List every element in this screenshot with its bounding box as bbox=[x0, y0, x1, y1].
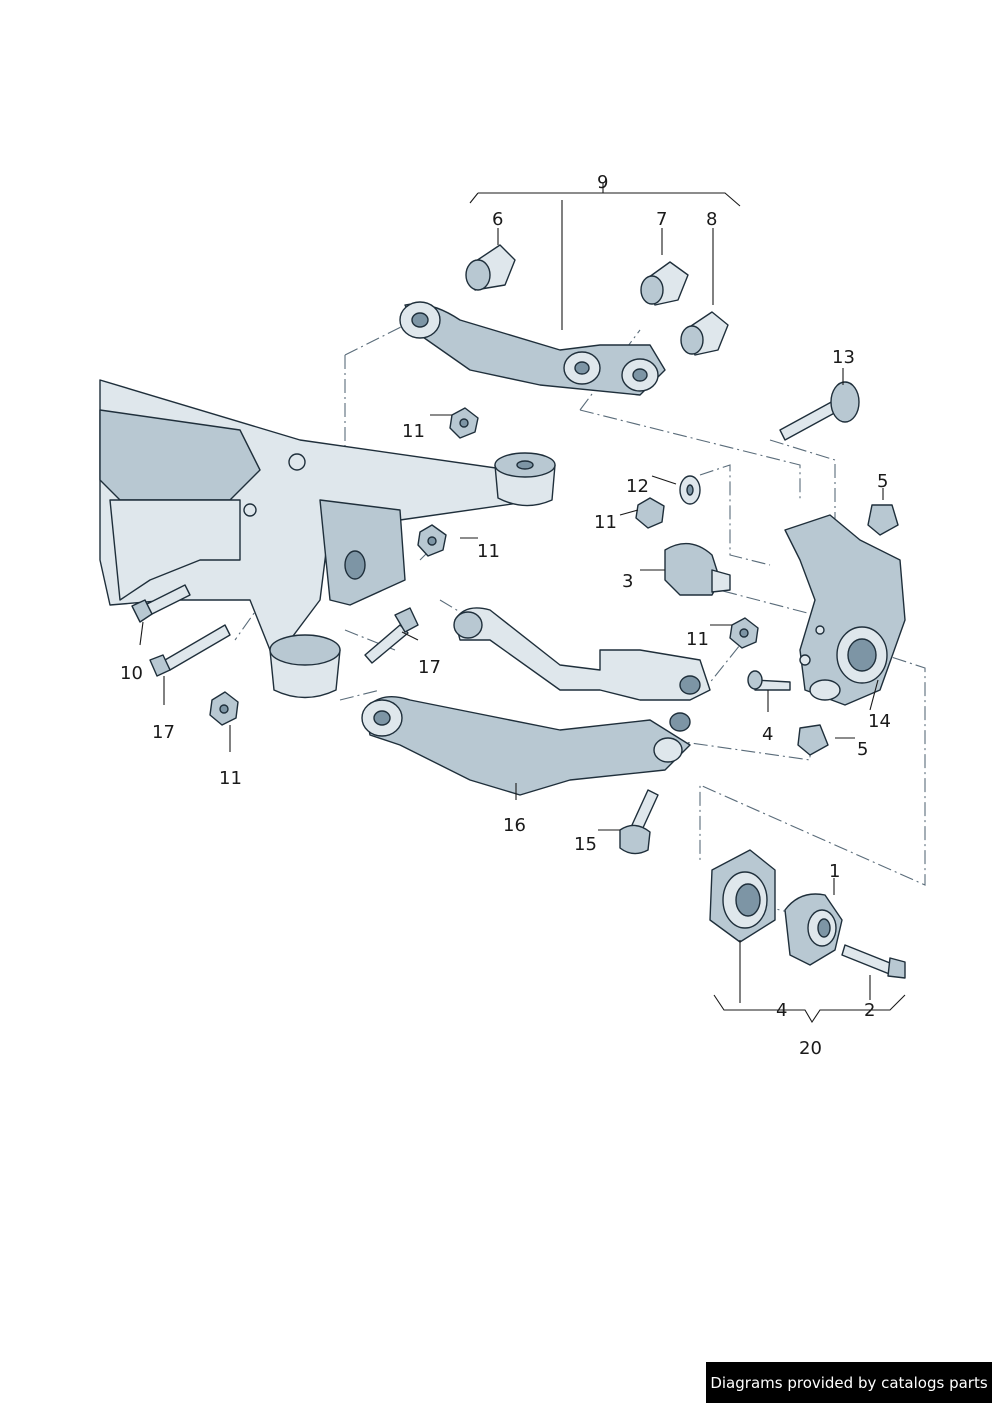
callout-7: 7 bbox=[656, 209, 667, 230]
nut-11-left bbox=[209, 691, 239, 726]
callout-11-washer: 11 bbox=[594, 512, 617, 533]
credit-banner: Diagrams provided by catalogs parts bbox=[706, 1362, 992, 1403]
rear-subframe bbox=[99, 379, 556, 699]
wheel-carrier bbox=[784, 514, 906, 706]
callout-13: 13 bbox=[832, 347, 855, 368]
callout-10: 10 bbox=[120, 663, 143, 684]
wheel-bearing-housing bbox=[709, 849, 776, 943]
washer-12 bbox=[679, 475, 701, 505]
callout-15: 15 bbox=[574, 834, 597, 855]
callout-2: 2 bbox=[864, 1000, 875, 1021]
bolt-17-left bbox=[149, 624, 231, 677]
callout-labels: 9 6 7 8 13 11 5 12 11 11 3 11 10 17 14 4… bbox=[120, 172, 891, 1059]
bolt-17-right bbox=[364, 607, 419, 664]
bolt-13 bbox=[779, 381, 860, 441]
nut-11-mid bbox=[417, 524, 447, 557]
trailing-arm bbox=[453, 607, 711, 732]
nut-5-top bbox=[867, 504, 899, 536]
callout-1: 1 bbox=[829, 861, 840, 882]
callout-16: 16 bbox=[503, 815, 526, 836]
bolt-10 bbox=[131, 584, 191, 623]
callout-11-left: 11 bbox=[219, 768, 242, 789]
callout-14: 14 bbox=[868, 711, 891, 732]
callout-17-left: 17 bbox=[152, 722, 175, 743]
nut-11-top bbox=[449, 407, 479, 439]
callout-5-bottom: 5 bbox=[857, 739, 868, 760]
callout-11-right: 11 bbox=[686, 629, 709, 650]
callout-17-right: 17 bbox=[418, 657, 441, 678]
bolt-4 bbox=[747, 670, 791, 691]
nut-11-right bbox=[729, 617, 759, 649]
ball-joint-boot bbox=[664, 542, 731, 596]
callout-5-top: 5 bbox=[877, 471, 888, 492]
bushing-8 bbox=[680, 311, 729, 356]
callout-4-housing: 4 bbox=[776, 1000, 787, 1021]
bushing-6 bbox=[465, 244, 516, 291]
callout-20: 20 bbox=[799, 1038, 822, 1059]
lower-control-arm bbox=[361, 696, 691, 796]
upper-control-arm bbox=[399, 301, 666, 396]
callout-4-bolt: 4 bbox=[762, 724, 773, 745]
bushing-7 bbox=[640, 261, 689, 306]
callout-9: 9 bbox=[597, 172, 608, 193]
wheel-hub bbox=[784, 893, 843, 966]
leader-lines bbox=[139, 183, 906, 1024]
bolt-2 bbox=[841, 944, 906, 979]
nut-5-bottom bbox=[797, 724, 829, 756]
bolt-15 bbox=[619, 789, 659, 855]
callout-8: 8 bbox=[706, 209, 717, 230]
callout-6: 6 bbox=[492, 209, 503, 230]
callout-11-mid: 11 bbox=[477, 541, 500, 562]
nut-11-12 bbox=[635, 497, 665, 529]
callout-12: 12 bbox=[626, 476, 649, 497]
callout-11-top: 11 bbox=[402, 421, 425, 442]
callout-3: 3 bbox=[622, 571, 633, 592]
